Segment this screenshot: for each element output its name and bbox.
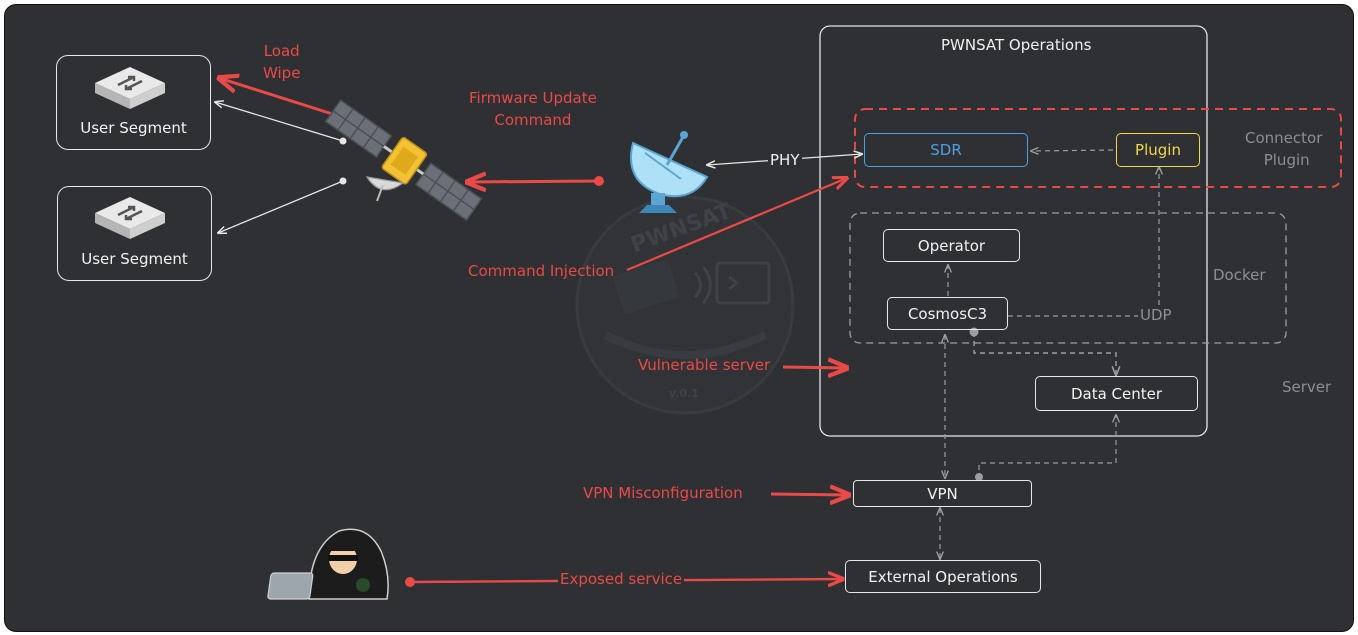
user-segment-1[interactable]: User Segment bbox=[56, 55, 211, 150]
operations-title: PWNSAT Operations bbox=[941, 36, 1092, 54]
plugin-node[interactable]: Plugin bbox=[1116, 133, 1200, 167]
phy-label: PHY bbox=[768, 151, 802, 169]
plugin-sdr-link bbox=[1031, 150, 1114, 151]
downlink-arrow-1 bbox=[215, 102, 344, 142]
external-operations-node[interactable]: External Operations bbox=[845, 560, 1041, 593]
vpn-node[interactable]: VPN bbox=[853, 480, 1032, 507]
connector-plugin-label: Connector Plugin bbox=[1245, 129, 1323, 169]
switch-icon bbox=[95, 197, 165, 239]
icons-layer bbox=[95, 67, 709, 600]
server-label: Server bbox=[1282, 378, 1332, 396]
connector-plugin-frame bbox=[854, 108, 1342, 188]
switch-icon bbox=[95, 67, 165, 109]
load-wipe-label: Load Wipe bbox=[263, 42, 301, 82]
cosmos-node[interactable]: CosmosC3 bbox=[887, 297, 1008, 330]
downlink-arrow-2 bbox=[218, 180, 344, 233]
command-injection-arrow bbox=[626, 178, 847, 272]
udp-label: UDP bbox=[1138, 306, 1174, 324]
firmware-update-label: Firmware Update Command bbox=[469, 89, 597, 129]
vulnerable-server-label: Vulnerable server bbox=[638, 356, 771, 374]
docker-label: Docker bbox=[1213, 266, 1266, 284]
firmware-arrow bbox=[467, 181, 600, 182]
wipe-arrow bbox=[219, 78, 346, 120]
sdr-node[interactable]: SDR bbox=[864, 133, 1028, 167]
vpn-misconfig-arrow bbox=[770, 494, 849, 495]
satellite-icon bbox=[324, 99, 483, 222]
data-center-node[interactable]: Data Center bbox=[1035, 376, 1198, 411]
vulnerable-server-arrow bbox=[782, 367, 847, 368]
exposed-service-label: Exposed service bbox=[558, 570, 685, 588]
vpn-misconfiguration-label: VPN Misconfiguration bbox=[583, 484, 743, 502]
user-segment-label: User Segment bbox=[81, 250, 188, 268]
docker-frame bbox=[849, 212, 1287, 344]
diagram-canvas: PWNSAT v.0.1 bbox=[4, 4, 1354, 632]
watermark-version: v.0.1 bbox=[669, 387, 699, 400]
cosmos-datacenter-link bbox=[973, 332, 1116, 375]
operator-node[interactable]: Operator bbox=[883, 229, 1020, 262]
hacker-avatar bbox=[267, 528, 389, 600]
operations-frame bbox=[819, 25, 1208, 437]
command-injection-label: Command Injection bbox=[468, 262, 615, 280]
user-segment-2[interactable]: User Segment bbox=[57, 186, 212, 281]
user-segment-label: User Segment bbox=[80, 119, 187, 137]
satellite-dish-icon bbox=[630, 131, 709, 213]
vpn-datacenter-link bbox=[978, 415, 1116, 479]
